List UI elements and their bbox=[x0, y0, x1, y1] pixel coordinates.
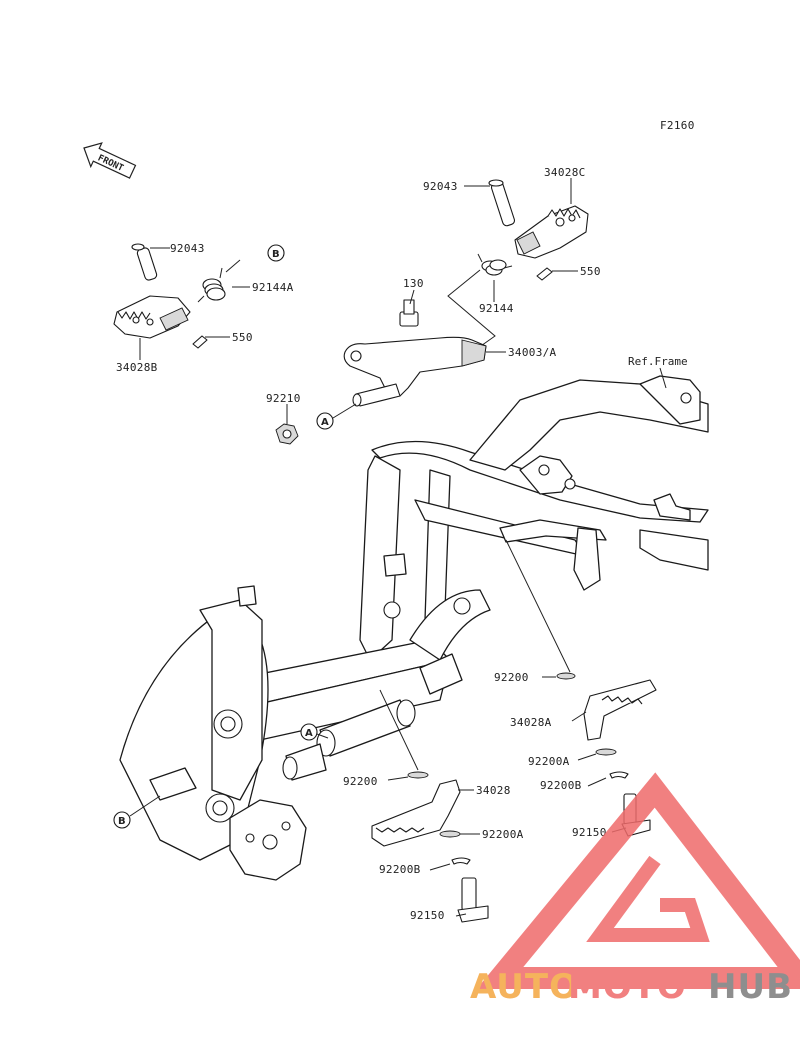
label-92200A-left: 92200A bbox=[482, 828, 524, 841]
callout-b-upper: B bbox=[267, 244, 285, 262]
label-92144A: 92144A bbox=[252, 281, 294, 294]
figure-code: F2160 bbox=[660, 119, 695, 132]
spring-92144 bbox=[477, 253, 513, 276]
label-34028C: 34028C bbox=[544, 166, 586, 179]
label-130: 130 bbox=[403, 277, 424, 290]
label-92144: 92144 bbox=[479, 302, 514, 315]
ref-frame-label: Ref.Frame bbox=[628, 355, 688, 368]
pin-92043-right bbox=[488, 179, 516, 227]
callout-a-upper: A bbox=[316, 403, 357, 430]
svg-text:HUB: HUB bbox=[708, 967, 793, 1007]
callout-a-lower: A bbox=[300, 723, 329, 741]
label-34028: 34028 bbox=[476, 784, 511, 797]
footpeg-34028C bbox=[514, 205, 589, 259]
label-92150-left: 92150 bbox=[410, 909, 445, 922]
bracket-34003A bbox=[343, 289, 506, 407]
front-arrow-icon: FRONT bbox=[83, 142, 137, 179]
pin-92150-left bbox=[457, 877, 489, 923]
label-92200B-left: 92200B bbox=[379, 863, 421, 876]
bolt-130 bbox=[399, 299, 419, 327]
label-34003A: 34003/A bbox=[508, 346, 557, 359]
footpeg-right-assembly bbox=[447, 178, 589, 349]
pin-92043-left bbox=[131, 243, 158, 281]
callout-b-lower: B bbox=[113, 795, 161, 829]
automotohub-logo: AUTO MOTO HUB bbox=[470, 772, 800, 1007]
label-92043-right: 92043 bbox=[423, 180, 458, 193]
svg-text:MOTO: MOTO bbox=[568, 967, 687, 1007]
svg-text:AUTO: AUTO bbox=[470, 967, 579, 1007]
svg-text:B: B bbox=[272, 249, 280, 260]
label-34028A: 34028A bbox=[510, 716, 552, 729]
label-34028B: 34028B bbox=[116, 361, 158, 374]
label-92043-left: 92043 bbox=[170, 242, 205, 255]
frame-illustration bbox=[119, 375, 709, 881]
label-92200B-right: 92200B bbox=[540, 779, 582, 792]
nut-92210 bbox=[275, 423, 299, 445]
label-92150-right: 92150 bbox=[572, 826, 607, 839]
svg-text:B: B bbox=[118, 816, 126, 827]
label-92200-upper: 92200 bbox=[494, 671, 529, 684]
label-92200-lower: 92200 bbox=[343, 775, 378, 788]
footpeg-34028-assembly bbox=[371, 689, 489, 923]
label-92200A-right: 92200A bbox=[528, 755, 570, 768]
label-550-left: 550 bbox=[232, 331, 253, 344]
label-550-right: 550 bbox=[580, 265, 601, 278]
svg-text:A: A bbox=[305, 728, 313, 739]
spring-92144A bbox=[197, 267, 226, 303]
footpeg-34028B bbox=[113, 295, 191, 339]
label-92210: 92210 bbox=[266, 392, 301, 405]
svg-text:A: A bbox=[321, 417, 329, 428]
footpeg-left-assembly bbox=[113, 243, 250, 360]
